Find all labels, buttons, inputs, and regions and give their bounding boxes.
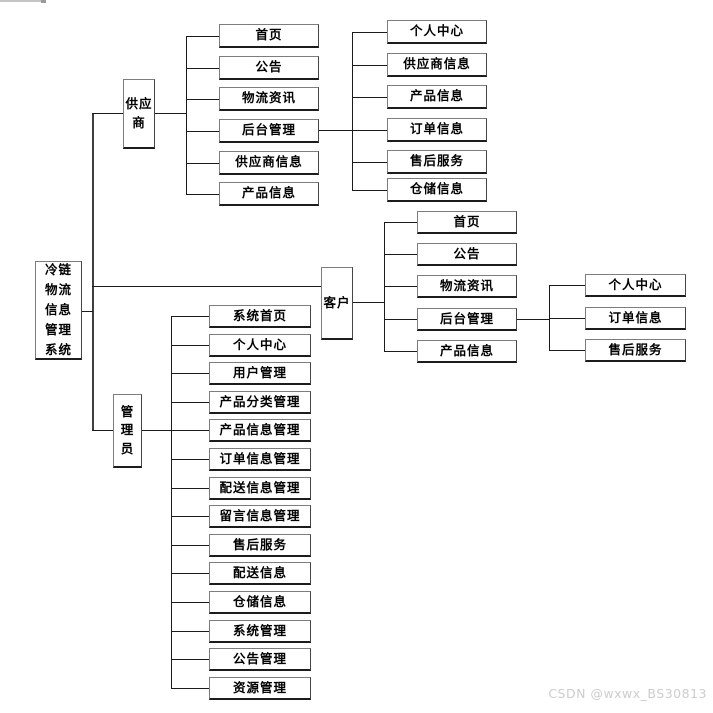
supplier-backend-trunk xyxy=(352,32,353,191)
supplier-backend-node-after-sales: 售后服务 xyxy=(387,150,487,174)
customer-left-connector xyxy=(92,286,321,287)
supplier-node-backend-management: 后台管理 xyxy=(219,119,319,143)
connector-line xyxy=(171,316,209,317)
admin-node-order-info-management: 订单信息管理 xyxy=(209,448,311,471)
connector-line xyxy=(186,99,219,100)
admin-node-message-info-management: 留言信息管理 xyxy=(209,505,311,528)
connector-line xyxy=(352,162,387,163)
connector-line xyxy=(171,488,209,489)
supplier-children-trunk xyxy=(186,36,187,195)
supplier-backend-node-order-info: 订单信息 xyxy=(387,118,487,142)
main-trunk-line xyxy=(92,113,94,431)
supplier-left-connector xyxy=(92,113,123,114)
connector-line xyxy=(352,32,387,33)
customer-children-trunk xyxy=(384,222,385,352)
admin-node-user-management: 用户管理 xyxy=(209,362,311,385)
admin-node-delivery-info: 配送信息 xyxy=(209,562,311,585)
supplier-node-supplier-info: 供应商信息 xyxy=(219,151,319,175)
connector-line xyxy=(171,345,209,346)
supplier-backend-node-warehouse-info: 仓储信息 xyxy=(387,178,487,202)
connector-line xyxy=(171,573,209,574)
connector-line xyxy=(171,402,209,403)
connector-line xyxy=(384,286,417,287)
connector-line xyxy=(549,285,585,286)
connector-line xyxy=(186,131,219,132)
customer-node-logistics-news: 物流资讯 xyxy=(417,275,517,298)
branch-node-admin: 管理员 xyxy=(113,394,142,468)
supplier-backend-node-personal-center: 个人中心 xyxy=(387,20,487,44)
connector-line xyxy=(384,222,417,223)
branch-node-customer: 客户 xyxy=(321,267,353,340)
admin-left-connector xyxy=(92,430,113,431)
screen-edge-artifact xyxy=(0,0,45,2)
admin-node-personal-center: 个人中心 xyxy=(209,334,311,357)
connector-line xyxy=(186,163,219,164)
supplier-backend-node-product-info: 产品信息 xyxy=(387,85,487,109)
customer-right-connector xyxy=(353,302,384,303)
screen-edge-artifact-nub xyxy=(41,0,46,3)
connector-line xyxy=(171,430,209,431)
admin-node-system-management: 系统管理 xyxy=(209,620,311,643)
admin-node-product-category-management: 产品分类管理 xyxy=(209,391,311,414)
customer-backend-node-after-sales: 售后服务 xyxy=(585,339,686,362)
supplier-node-product-info: 产品信息 xyxy=(219,182,319,206)
admin-node-product-info-management: 产品信息管理 xyxy=(209,419,311,442)
supplier-node-announcement: 公告 xyxy=(219,56,319,80)
root-node-system-title: 冷链物流信息管理系统 xyxy=(35,261,82,360)
connector-line xyxy=(186,194,219,195)
customer-node-product-info: 产品信息 xyxy=(417,340,517,363)
supplier-node-home: 首页 xyxy=(219,24,319,48)
customer-node-announcement: 公告 xyxy=(417,243,517,266)
connector-line xyxy=(384,351,417,352)
supplier-backend-feeder xyxy=(319,130,352,131)
admin-node-delivery-info-management: 配送信息管理 xyxy=(209,477,311,500)
admin-right-connector xyxy=(142,430,171,431)
admin-node-after-sales: 售后服务 xyxy=(209,534,311,557)
root-connector-line xyxy=(82,311,93,312)
branch-node-supplier: 供应商 xyxy=(123,79,155,149)
customer-backend-node-order-info: 订单信息 xyxy=(585,307,686,330)
connector-line xyxy=(352,97,387,98)
connector-line xyxy=(171,602,209,603)
admin-node-warehouse-info: 仓储信息 xyxy=(209,591,311,614)
connector-line xyxy=(171,516,209,517)
connector-line xyxy=(549,318,585,319)
connector-line xyxy=(549,350,585,351)
connector-line xyxy=(384,254,417,255)
admin-node-announcement-management: 公告管理 xyxy=(209,648,311,671)
connector-line xyxy=(384,319,417,320)
connector-line xyxy=(171,373,209,374)
customer-node-home: 首页 xyxy=(417,211,517,234)
connector-line xyxy=(186,68,219,69)
connector-line xyxy=(171,659,209,660)
supplier-right-connector xyxy=(155,113,186,114)
supplier-node-logistics-news: 物流资讯 xyxy=(219,87,319,111)
connector-line xyxy=(352,65,387,66)
connector-line xyxy=(352,190,387,191)
admin-children-trunk xyxy=(171,316,172,689)
connector-line xyxy=(186,36,219,37)
supplier-backend-node-supplier-info: 供应商信息 xyxy=(387,53,487,77)
connector-line xyxy=(171,545,209,546)
customer-node-backend-management: 后台管理 xyxy=(417,308,517,331)
connector-line xyxy=(171,688,209,689)
connector-line xyxy=(171,459,209,460)
admin-node-system-home: 系统首页 xyxy=(209,305,311,328)
admin-node-resource-management: 资源管理 xyxy=(209,677,311,700)
customer-backend-node-personal-center: 个人中心 xyxy=(585,274,686,297)
customer-backend-feeder xyxy=(517,319,549,320)
connector-line xyxy=(352,130,387,131)
connector-line xyxy=(171,631,209,632)
csdn-watermark: CSDN @wxwx_BS30813 xyxy=(548,686,707,701)
